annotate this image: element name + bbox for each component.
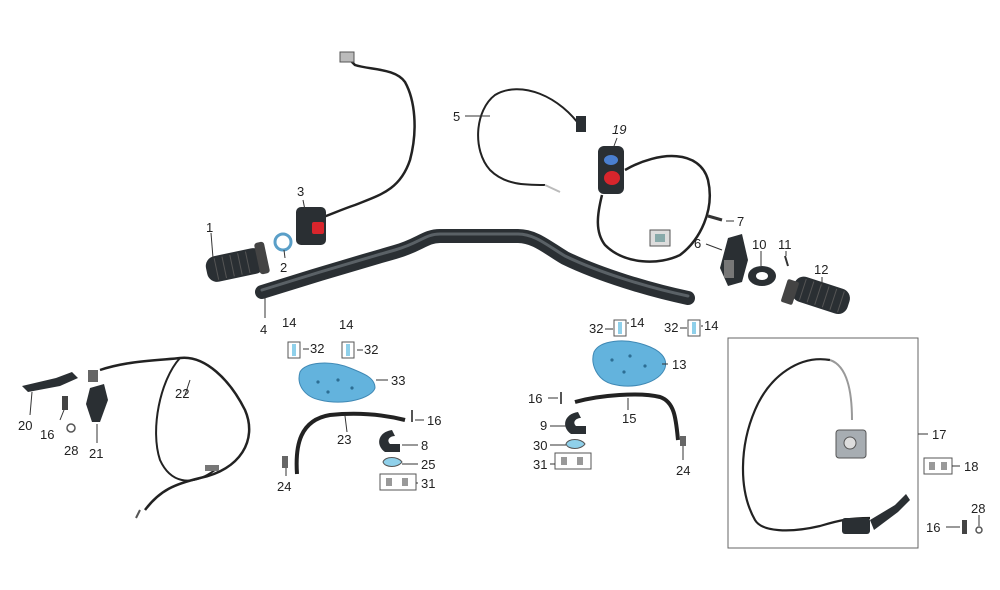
label-20: 20 <box>18 418 32 433</box>
label-7: 7 <box>737 214 744 229</box>
label-4: 4 <box>260 322 267 337</box>
left-handguard-33 <box>298 362 376 403</box>
brake-washer-28 <box>975 526 983 534</box>
right-box-31 <box>554 452 592 470</box>
left-switch-assembly <box>296 51 416 245</box>
clamp-left-a <box>287 341 301 359</box>
label-15: 15 <box>622 411 636 426</box>
label-16-right: 16 <box>528 391 542 406</box>
left-box-31 <box>379 473 417 491</box>
clamp-right-b <box>687 319 701 337</box>
throttle-housing-6 <box>720 234 748 286</box>
label-28-brake: 28 <box>971 501 985 516</box>
label-32-left-b: 32 <box>364 342 378 357</box>
left-grip <box>205 241 270 282</box>
cover-10 <box>748 266 776 286</box>
label-dashes <box>303 322 703 351</box>
label-19: 19 <box>612 122 626 137</box>
handlebar <box>255 229 695 305</box>
clutch-washer-28 <box>66 423 76 433</box>
label-23: 23 <box>337 432 351 447</box>
part-labels: 1 2 3 4 5 6 7 8 9 10 11 12 13 14 14 14 1… <box>18 109 985 535</box>
clutch-bolt-16 <box>62 396 68 410</box>
clutch-perch-21 <box>86 370 108 422</box>
brake-parts-box-18 <box>923 457 953 475</box>
label-14-right-b: 14 <box>704 318 718 333</box>
label-28-clutch: 28 <box>64 443 78 458</box>
label-31-right: 31 <box>533 457 547 472</box>
label-11: 11 <box>778 237 792 252</box>
right-grip-12 <box>781 276 850 315</box>
label-22: 22 <box>175 386 189 401</box>
label-24-left: 24 <box>277 479 291 494</box>
left-guard-bar-23 <box>282 411 406 475</box>
ring-washer <box>273 232 293 252</box>
label-9: 9 <box>540 418 547 433</box>
label-16-brake: 16 <box>926 520 940 535</box>
label-16-clutch: 16 <box>40 427 54 442</box>
label-2: 2 <box>280 260 287 275</box>
label-25: 25 <box>421 457 435 472</box>
label-32-right-a: 32 <box>589 321 603 336</box>
right-guard-bar-15 <box>574 392 686 446</box>
label-6: 6 <box>694 236 701 251</box>
label-5: 5 <box>453 109 460 124</box>
label-18: 18 <box>964 459 978 474</box>
leader-lines <box>29 115 980 528</box>
label-3: 3 <box>297 184 304 199</box>
label-32-left-a: 32 <box>310 341 324 356</box>
label-24-right: 24 <box>676 463 690 478</box>
right-spacer-30 <box>565 439 586 449</box>
right-mount-9 <box>565 412 586 434</box>
left-mount-8 <box>379 430 400 452</box>
label-21: 21 <box>89 446 103 461</box>
label-14-left-a: 14 <box>282 315 296 330</box>
right-handguard-13 <box>592 340 667 387</box>
label-14-left-b: 14 <box>339 317 353 332</box>
clamp-right-a <box>613 319 627 337</box>
label-33: 33 <box>391 373 405 388</box>
label-8: 8 <box>421 438 428 453</box>
screw-7 <box>707 214 723 222</box>
label-16-left: 16 <box>427 413 441 428</box>
label-10: 10 <box>752 237 766 252</box>
clutch-lever-20 <box>22 372 78 392</box>
label-31-left: 31 <box>421 476 435 491</box>
brake-bolt-16 <box>962 520 967 534</box>
clamp-left-b <box>341 341 355 359</box>
label-17: 17 <box>932 427 946 442</box>
label-13: 13 <box>672 357 686 372</box>
clutch-cable-22 <box>99 356 251 519</box>
label-14-right-a: 14 <box>630 315 644 330</box>
brake-assembly-box <box>727 337 919 549</box>
label-30: 30 <box>533 438 547 453</box>
label-32-right-b: 32 <box>664 320 678 335</box>
cable-5 <box>477 88 586 193</box>
left-spacer-25 <box>382 457 403 467</box>
label-1: 1 <box>206 220 213 235</box>
label-12: 12 <box>814 262 828 277</box>
bolt-11 <box>784 255 789 267</box>
right-switch-19 <box>596 146 711 263</box>
